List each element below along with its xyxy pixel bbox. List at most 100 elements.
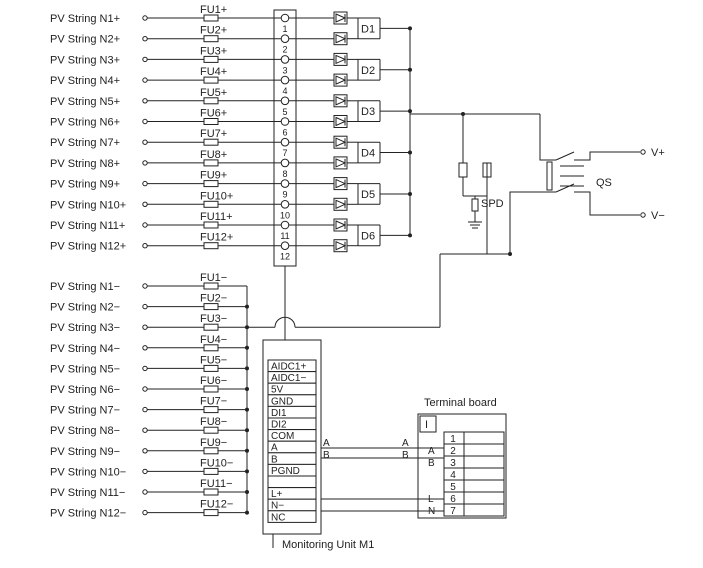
terminal-positive [280, 200, 290, 209]
terminal-number: 12 [280, 252, 290, 262]
bus-label-b: B [402, 450, 409, 461]
string-input-terminal [142, 303, 148, 310]
monitor-pin-label: PGND [271, 466, 300, 477]
fuse-negative-label: FU1− [200, 272, 227, 284]
string-input-terminal [142, 468, 148, 475]
diode-symbol [335, 33, 347, 44]
terminal-board-spare-cell [463, 479, 505, 493]
fuse-positive-label: FU3+ [200, 45, 227, 57]
monitor-pin-label: COM [271, 431, 294, 442]
pv-string-positive-label: PV String N12+ [50, 241, 126, 253]
fuse-positive-label: FU8+ [200, 149, 227, 161]
string-input-terminal [142, 201, 148, 208]
diode-symbol [335, 116, 347, 127]
pv-string-positive-label: PV String N11+ [50, 220, 125, 232]
terminal-board-number: 6 [450, 494, 456, 505]
diode-label: D1 [361, 23, 375, 35]
monitor-pin-label: NC [271, 512, 285, 523]
pv-string-negative-label: PV String N2− [50, 302, 120, 314]
monitor-pin-label: A [271, 443, 278, 454]
fuse-negative-label: FU6− [200, 375, 227, 387]
spd-label: SPD [481, 198, 504, 210]
switch-wire [539, 114, 556, 161]
terminal-board-title: Terminal board [424, 397, 497, 409]
pv-string-positive-label: PV String N10+ [50, 199, 126, 211]
terminal-board-spare-cell [463, 491, 505, 505]
diode-label: D2 [361, 65, 375, 77]
diode-symbol [335, 137, 347, 147]
fuse-positive-label: FU9+ [200, 170, 227, 182]
terminal-number: 1 [282, 24, 287, 34]
diode-symbol [335, 54, 347, 65]
pv-string-positive-label: PV String N3+ [50, 54, 120, 66]
diode-symbol [335, 178, 347, 189]
terminal-number: 10 [280, 210, 290, 220]
string-input-terminal [142, 222, 148, 228]
terminal-board-spare-cell [463, 455, 505, 469]
terminal-board-row-label: N [428, 506, 435, 517]
terminal-number: 2 [282, 45, 287, 55]
spd-ground-element [471, 198, 479, 212]
monitoring-unit-title: Monitoring Unit M1 [282, 539, 374, 551]
fuse-negative-label: FU3− [200, 313, 227, 325]
terminal-positive [280, 137, 290, 147]
switch-contact [555, 183, 575, 193]
switch-wire-neg [509, 191, 556, 254]
terminal-number: 3 [282, 65, 287, 75]
string-input-terminal [142, 243, 148, 249]
terminal-positive [280, 13, 290, 23]
switch-label: QS [596, 177, 612, 189]
fuse-negative-label: FU2− [200, 293, 227, 305]
bus-label-b: B [323, 450, 330, 461]
fuse-negative-label: FU10− [200, 457, 233, 469]
string-input-terminal [142, 386, 148, 392]
pv-string-positive-label: PV String N4+ [50, 75, 120, 87]
diode-symbol [335, 96, 347, 106]
output-terminal-negative [640, 212, 646, 218]
terminal-positive [280, 220, 290, 230]
pv-string-positive-label: PV String N6+ [50, 117, 120, 129]
wiring [142, 9, 646, 548]
pv-string-positive-label: PV String N1+ [50, 13, 120, 25]
fuse-negative-label: FU5− [200, 354, 227, 366]
terminal-positive [280, 96, 290, 106]
terminal-board-spare-cell [463, 443, 505, 457]
string-input-terminal [142, 77, 148, 83]
diode-label: D3 [361, 106, 375, 118]
terminal-positive [280, 34, 290, 44]
string-input-terminal [142, 365, 148, 372]
fuse-positive-label: FU7+ [200, 128, 227, 140]
string-input-terminal [142, 324, 148, 330]
terminal-board-number: 5 [450, 482, 456, 493]
pv-string-positive-label: PV String N5+ [50, 96, 120, 108]
monitor-pin-label: GND [271, 396, 293, 407]
monitor-pin-label: N− [271, 501, 284, 512]
pv-string-negative-label: PV String N6− [50, 384, 120, 396]
pv-string-negative-label: PV String N10− [50, 466, 126, 478]
diode-symbol [335, 240, 347, 251]
string-input-terminal [142, 448, 148, 454]
labels: PV String N1+FU1+1PV String N2+FU2+2PV S… [50, 4, 665, 551]
terminal-board-number: 1 [450, 434, 456, 445]
string-input-terminal [142, 345, 148, 351]
pv-string-negative-label: PV String N5− [50, 363, 120, 375]
string-input-terminal [142, 36, 148, 42]
bus-label-a: A [323, 438, 330, 449]
switch-contact [555, 151, 575, 161]
terminal-number: 6 [282, 128, 287, 138]
terminal-board-spare-cell [463, 503, 505, 517]
fuse-positive-label: FU11+ [200, 211, 233, 223]
monitor-pin-label: AIDC1− [271, 373, 306, 384]
string-input-terminal [142, 160, 148, 166]
string-input-terminal [142, 180, 148, 187]
string-input-terminal [142, 406, 148, 413]
pv-string-positive-label: PV String N7+ [50, 137, 120, 149]
fuse-negative-label: FU12− [200, 499, 233, 511]
fuse-negative-label: FU7− [200, 396, 227, 408]
string-input-terminal [142, 139, 148, 145]
pv-string-negative-label: PV String N9− [50, 446, 120, 458]
pv-string-positive-label: PV String N9+ [50, 179, 120, 191]
bus-label-a: A [402, 438, 409, 449]
fuse-negative-label: FU8− [200, 416, 227, 428]
